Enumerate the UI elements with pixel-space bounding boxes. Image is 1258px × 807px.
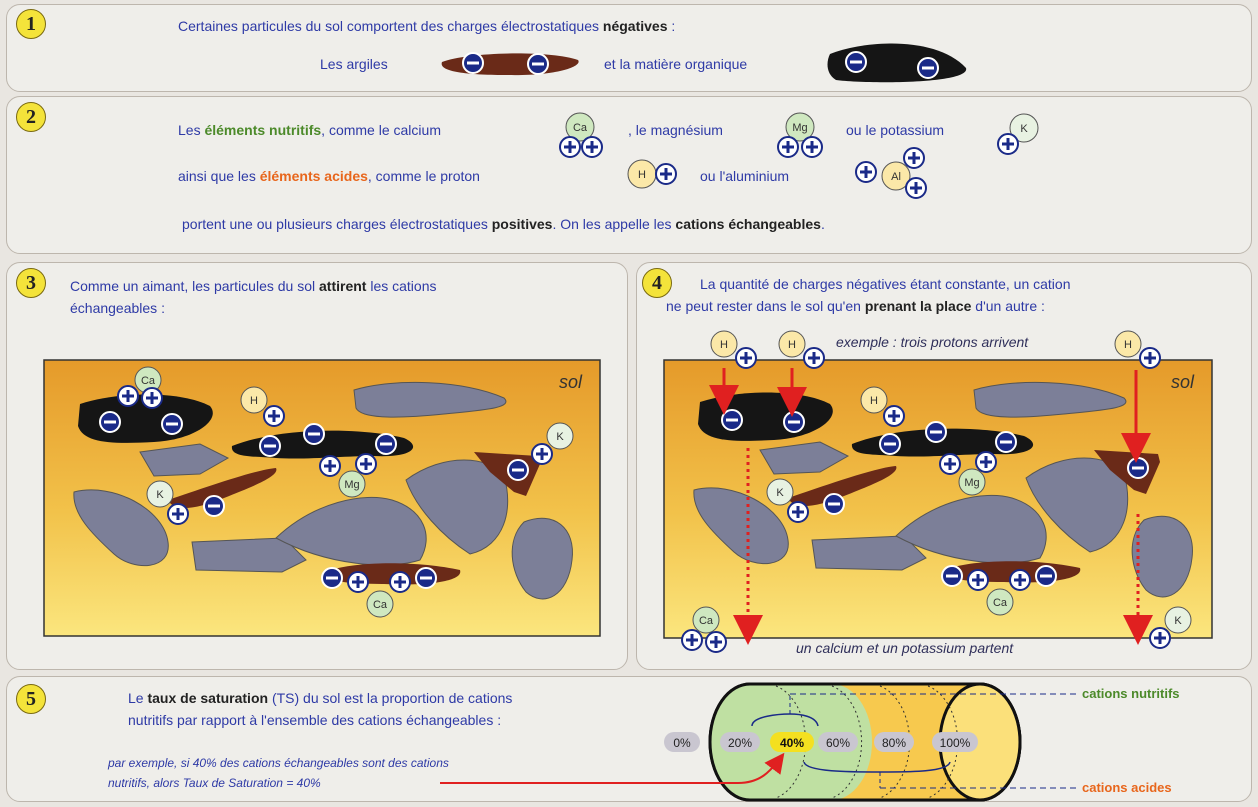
svg-text:K: K [1174, 615, 1182, 627]
p4-line-1: La quantité de charges négatives étant c… [700, 276, 1071, 292]
p5-example-2: nutritifs, alors Taux de Saturation = 40… [108, 776, 321, 790]
proton-ion-icon: H [710, 330, 757, 369]
svg-text:Ca: Ca [573, 122, 588, 134]
rock-particles [693, 381, 1193, 598]
svg-text:H: H [250, 395, 258, 407]
potassium-ion-icon: K [997, 113, 1039, 155]
p1-intro: Certaines particules du sol comportent d… [178, 18, 676, 34]
negative-charge-icon [917, 57, 939, 79]
sol-label: sol [559, 372, 583, 392]
svg-text:40%: 40% [780, 736, 804, 750]
calcium-ion-icon: Ca [347, 571, 411, 618]
svg-text:Mg: Mg [344, 479, 359, 491]
magnesium-ion-icon: Mg [319, 453, 377, 498]
clay-particle [168, 468, 277, 509]
soil-diagram-4: sol H H H H Mg K Ca Ca K [663, 330, 1213, 653]
svg-text:Al: Al [891, 171, 901, 183]
step-1-badge: 1 [16, 9, 46, 39]
svg-text:Mg: Mg [964, 477, 979, 489]
svg-text:20%: 20% [728, 736, 752, 750]
svg-text:H: H [788, 339, 796, 351]
svg-text:H: H [870, 395, 878, 407]
svg-text:Ca: Ca [373, 599, 388, 611]
saturation-cylinder: cations nutritifs cations acides 0% 20% … [440, 682, 1180, 802]
step-4-badge: 4 [642, 268, 672, 298]
svg-text:H: H [1124, 339, 1132, 351]
svg-text:H: H [720, 339, 728, 351]
arrival-arrows [709, 368, 1151, 463]
p2-line-1-k: ou le potassium [846, 122, 945, 138]
step-2-badge: 2 [16, 102, 46, 132]
p1-organique-label: et la matière organique [604, 56, 748, 72]
potassium-ion-icon: K [766, 478, 809, 523]
p2-line-2-al: ou l'aluminium [700, 168, 790, 184]
p2-line-1-mg: , le magnésium [628, 122, 723, 138]
p4-exemple: exemple : trois protons arrivent [836, 334, 1029, 350]
panel-2 [6, 96, 1252, 254]
svg-text:K: K [776, 487, 784, 499]
proton-ion-icon: H [778, 330, 825, 369]
organic-matter-icon [827, 43, 967, 83]
clay-particle-icon [441, 52, 579, 76]
step-5-badge: 5 [16, 684, 46, 714]
p3-line-2: échangeables : [70, 300, 165, 316]
calcium-ion-icon: Ca [681, 606, 727, 653]
p5-line-1: Le taux de saturation (TS) du sol est la… [128, 690, 513, 706]
svg-text:K: K [1020, 123, 1028, 135]
panel-5 [6, 676, 1252, 802]
svg-text:Mg: Mg [792, 122, 807, 134]
saturation-scale: 0% 20% 40% 60% 80% 100% [664, 732, 978, 752]
departure-arrows [733, 448, 1153, 645]
p2-line-3: portent une ou plusieurs charges électro… [182, 216, 825, 232]
p5-line-2: nutritifs par rapport à l'ensemble des c… [128, 712, 502, 728]
panel-1 [6, 4, 1252, 92]
step-3-badge: 3 [16, 268, 46, 298]
svg-text:80%: 80% [882, 736, 906, 750]
potassium-ion-icon: K [1149, 606, 1192, 649]
p4-line-2: ne peut rester dans le sol qu'en prenant… [666, 298, 1045, 314]
calcium-ion-icon: Ca [559, 112, 603, 158]
aluminium-ion-icon: Al [855, 147, 927, 199]
p4-partent: un calcium et un potassium partent [796, 640, 1014, 656]
magnesium-ion-icon: Mg [777, 112, 823, 158]
svg-text:Ca: Ca [993, 597, 1008, 609]
clay-particle [788, 466, 897, 507]
p3-line-1: Comme un aimant, les particules du sol a… [70, 278, 437, 294]
rock-particles [73, 381, 573, 600]
negative-charge-icon [462, 52, 484, 74]
svg-text:0%: 0% [673, 736, 691, 750]
example-arrow [440, 752, 785, 784]
p2-cation-icons: Ca Mg K H Al [559, 112, 1039, 199]
svg-text:H: H [638, 169, 646, 181]
nutritifs-label: cations nutritifs [1082, 686, 1180, 701]
p2-line-2: ainsi que les éléments acides, comme le … [178, 168, 480, 184]
negative-charge-icon [845, 51, 867, 73]
proton-ion-icon: H [1114, 330, 1161, 369]
svg-text:Ca: Ca [141, 375, 156, 387]
proton-ion-icon: H [860, 386, 905, 427]
proton-ion-icon: H [240, 386, 285, 427]
calcium-ion-icon: Ca [967, 569, 1031, 616]
acides-label: cations acides [1082, 780, 1172, 795]
p2-line-1: Les éléments nutritifs, comme le calcium [178, 122, 441, 138]
potassium-ion-icon: K [146, 480, 189, 525]
sol-label: sol [1171, 372, 1195, 392]
potassium-ion-icon: K [531, 422, 574, 465]
svg-text:K: K [156, 489, 164, 501]
svg-text:100%: 100% [940, 736, 971, 750]
svg-text:K: K [556, 431, 564, 443]
svg-text:60%: 60% [826, 736, 850, 750]
p5-example-1: par exemple, si 40% des cations échangea… [108, 756, 449, 770]
soil-diagram-3: sol Ca H Mg K K Ca [43, 359, 601, 637]
negative-charge-icon [527, 53, 549, 75]
p1-argiles-label: Les argiles [320, 56, 388, 72]
svg-text:Ca: Ca [699, 615, 714, 627]
proton-ion-icon: H [627, 159, 677, 189]
magnesium-ion-icon: Mg [939, 451, 997, 496]
calcium-ion-icon: Ca [117, 366, 163, 409]
